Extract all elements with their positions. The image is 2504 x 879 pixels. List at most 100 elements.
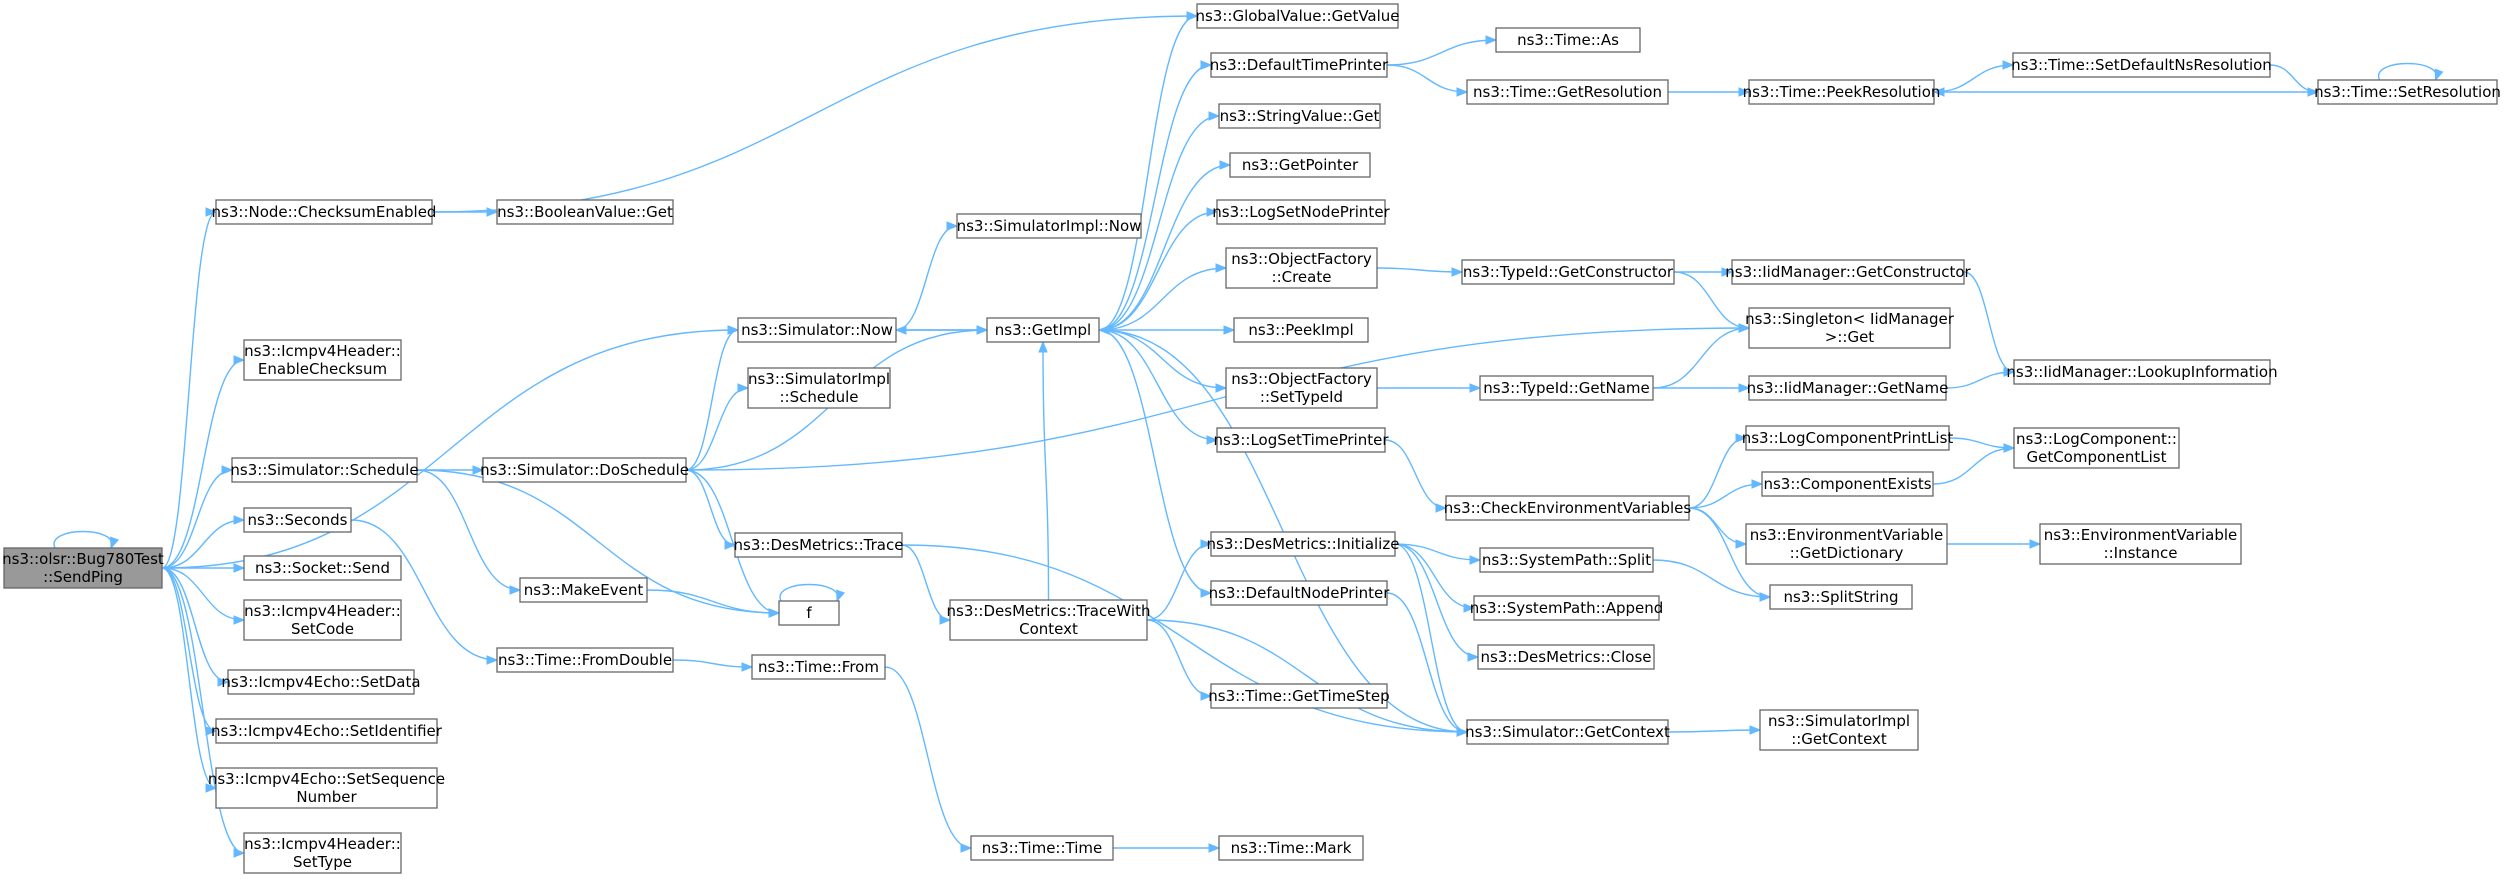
node-time-as[interactable]: ns3::Time::As: [1495, 27, 1641, 53]
edge-des-initialize-to-system-path-append: [1394, 543, 1476, 613]
edge-line: [1394, 543, 1475, 609]
node-time-from[interactable]: ns3::Time::From: [751, 654, 886, 680]
arrow-head: [1200, 539, 1213, 549]
node-system-path-append[interactable]: ns3::SystemPath::Append: [1470, 595, 1664, 621]
node-box: [2317, 79, 2498, 105]
node-default-time-printer[interactable]: ns3::DefaultTimePrinter: [1210, 52, 1389, 78]
node-boolean-get[interactable]: ns3::BooleanValue::Get: [496, 199, 674, 225]
edge-set-resolution-to-peek-resolution: [1932, 87, 2318, 97]
node-time-time[interactable]: ns3::Time::Time: [970, 835, 1114, 861]
node-get-resolution[interactable]: ns3::Time::GetResolution: [1466, 79, 1669, 105]
node-set-resolution[interactable]: ns3::Time::SetResolution: [2314, 79, 2501, 105]
node-lookup-information[interactable]: ns3::IidManager::LookupInformation: [2006, 359, 2278, 385]
node-iid-get-constructor[interactable]: ns3::IidManager::GetConstructor: [1725, 259, 1972, 285]
node-peek-resolution[interactable]: ns3::Time::PeekResolution: [1743, 79, 1941, 105]
edge-line: [2269, 64, 2319, 93]
node-set-data[interactable]: ns3::Icmpv4Echo::SetData: [221, 669, 421, 695]
node-box: [227, 669, 415, 695]
node-label: ns3::Time::SetDefaultNsResolution: [2011, 56, 2272, 74]
node-set-identifier[interactable]: ns3::Icmpv4Echo::SetIdentifier: [211, 718, 443, 744]
node-des-trace[interactable]: ns3::DesMetrics::Trace: [734, 532, 904, 558]
node-label: ns3::TypeId::GetName: [1483, 379, 1649, 397]
node-env-get-dictionary[interactable]: ns3::EnvironmentVariable::GetDictionary: [1745, 523, 1948, 565]
node-box: [751, 654, 886, 680]
node-from-double[interactable]: ns3::Time::FromDouble: [496, 647, 674, 673]
edge-system-path-split-to-split-string: [1652, 559, 1772, 602]
node-label: ns3::SimulatorImpl::Now: [957, 217, 1142, 235]
node-type-id-get-constructor[interactable]: ns3::TypeId::GetConstructor: [1461, 259, 1675, 285]
edge-line: [161, 567, 245, 621]
node-check-env[interactable]: ns3::CheckEnvironmentVariables: [1444, 495, 1692, 521]
edge-des-initialize-to-system-path-split: [1394, 543, 1482, 565]
node-seconds[interactable]: ns3::Seconds: [243, 507, 352, 533]
node-split-string[interactable]: ns3::SplitString: [1769, 584, 1913, 610]
edge-des-initialize-to-get-context: [1394, 543, 1469, 737]
node-label: ns3::ObjectFactory: [1231, 370, 1372, 388]
edge-line: [1688, 507, 1747, 545]
node-set-type[interactable]: ns3::Icmpv4Header::SetType: [243, 832, 402, 874]
node-impl-get-context[interactable]: ns3::SimulatorImpl::GetContext: [1759, 709, 1919, 751]
node-impl-now[interactable]: ns3::SimulatorImpl::Now: [956, 213, 1142, 239]
edge-check-env-to-log-component-print-list: [1688, 433, 1748, 509]
edge-line: [161, 567, 245, 854]
node-label: ns3::LogComponent::: [2016, 430, 2177, 448]
node-string-value-get[interactable]: ns3::StringValue::Get: [1218, 103, 1381, 129]
node-log-set-time-printer[interactable]: ns3::LogSetTimePrinter: [1213, 427, 1389, 453]
node-des-initialize[interactable]: ns3::DesMetrics::Initialize: [1207, 531, 1400, 557]
node-set-code[interactable]: ns3::Icmpv4Header::SetCode: [243, 599, 402, 641]
arrow-head: [1208, 111, 1221, 121]
node-sim-now[interactable]: ns3::Simulator::Now: [737, 317, 897, 343]
node-checksum-enabled[interactable]: ns3::Node::ChecksumEnabled: [212, 199, 437, 225]
arrow-head: [1932, 87, 1945, 97]
node-global-get-value[interactable]: ns3::GlobalValue::GetValue: [1195, 3, 1400, 29]
node-component-exists[interactable]: ns3::ComponentExists: [1761, 471, 1934, 497]
edge-root-to-enable-checksum: [161, 355, 246, 569]
arrow-head: [1721, 267, 1734, 277]
node-sim-schedule[interactable]: ns3::Simulator::Schedule: [230, 457, 419, 483]
node-do-schedule[interactable]: ns3::Simulator::DoSchedule: [480, 457, 689, 483]
node-f[interactable]: f: [778, 600, 840, 626]
node-type-id-get-name[interactable]: ns3::TypeId::GetName: [1479, 375, 1654, 401]
edge-line: [53, 530, 113, 549]
node-box: [1748, 307, 1951, 349]
node-get-context[interactable]: ns3::Simulator::GetContext: [1465, 719, 1670, 745]
node-system-path-split[interactable]: ns3::SystemPath::Split: [1479, 547, 1654, 573]
node-enable-checksum[interactable]: ns3::Icmpv4Header::EnableChecksum: [243, 339, 402, 381]
node-singleton-get[interactable]: ns3::Singleton< IidManager>::Get: [1745, 307, 1955, 349]
node-peek-impl[interactable]: ns3::PeekImpl: [1233, 317, 1369, 343]
edge-do-schedule-to-impl-schedule: [685, 383, 750, 471]
node-impl-schedule[interactable]: ns3::SimulatorImpl::Schedule: [747, 367, 891, 409]
node-make-event[interactable]: ns3::MakeEvent: [519, 577, 648, 603]
edge-default-time-printer-to-time-as: [1386, 35, 1498, 66]
node-socket-send[interactable]: ns3::Socket::Send: [243, 555, 402, 581]
node-des-close[interactable]: ns3::DesMetrics::Close: [1477, 644, 1655, 670]
node-get-time-step[interactable]: ns3::Time::GetTimeStep: [1208, 683, 1390, 709]
node-get-pointer[interactable]: ns3::GetPointer: [1229, 152, 1371, 178]
node-label: ::GetContext: [1791, 730, 1887, 748]
node-default-node-printer[interactable]: ns3::DefaultNodePrinter: [1209, 580, 1391, 606]
node-iid-get-name[interactable]: ns3::IidManager::GetName: [1747, 375, 1949, 401]
edge-line: [1673, 271, 1750, 329]
node-label: ::GetDictionary: [1790, 544, 1904, 562]
node-label: ns3::Node::ChecksumEnabled: [212, 203, 437, 221]
node-box: [1218, 103, 1381, 129]
node-log-component-print-list[interactable]: ns3::LogComponentPrintList: [1742, 425, 1954, 451]
edge-type-id-get-name-to-iid-get-name: [1652, 383, 1751, 393]
node-set-default-ns-resolution[interactable]: ns3::Time::SetDefaultNsResolution: [2011, 52, 2272, 78]
node-log-set-node-printer[interactable]: ns3::LogSetNodePrinter: [1212, 199, 1391, 225]
node-object-factory-set-type-id[interactable]: ns3::ObjectFactory::SetTypeId: [1225, 367, 1378, 409]
node-box: [215, 767, 438, 809]
node-label: ns3::olsr::Bug780Test: [2, 550, 164, 568]
node-get-component-list[interactable]: ns3::LogComponent::GetComponentList: [2013, 427, 2180, 469]
node-root[interactable]: ns3::olsr::Bug780Test::SendPing: [2, 547, 164, 589]
node-get-impl[interactable]: ns3::GetImpl: [986, 317, 1100, 343]
edge-root-to-seconds: [161, 515, 246, 569]
node-env-instance[interactable]: ns3::EnvironmentVariable::Instance: [2039, 523, 2242, 565]
edge-root-to-set-identifier: [161, 567, 218, 736]
node-object-factory-create[interactable]: ns3::ObjectFactory::Create: [1225, 247, 1378, 289]
edge-set-resolution-to-set-resolution: [2378, 62, 2444, 82]
edge-root-to-set-type: [161, 567, 246, 858]
node-time-mark[interactable]: ns3::Time::Mark: [1218, 835, 1364, 861]
